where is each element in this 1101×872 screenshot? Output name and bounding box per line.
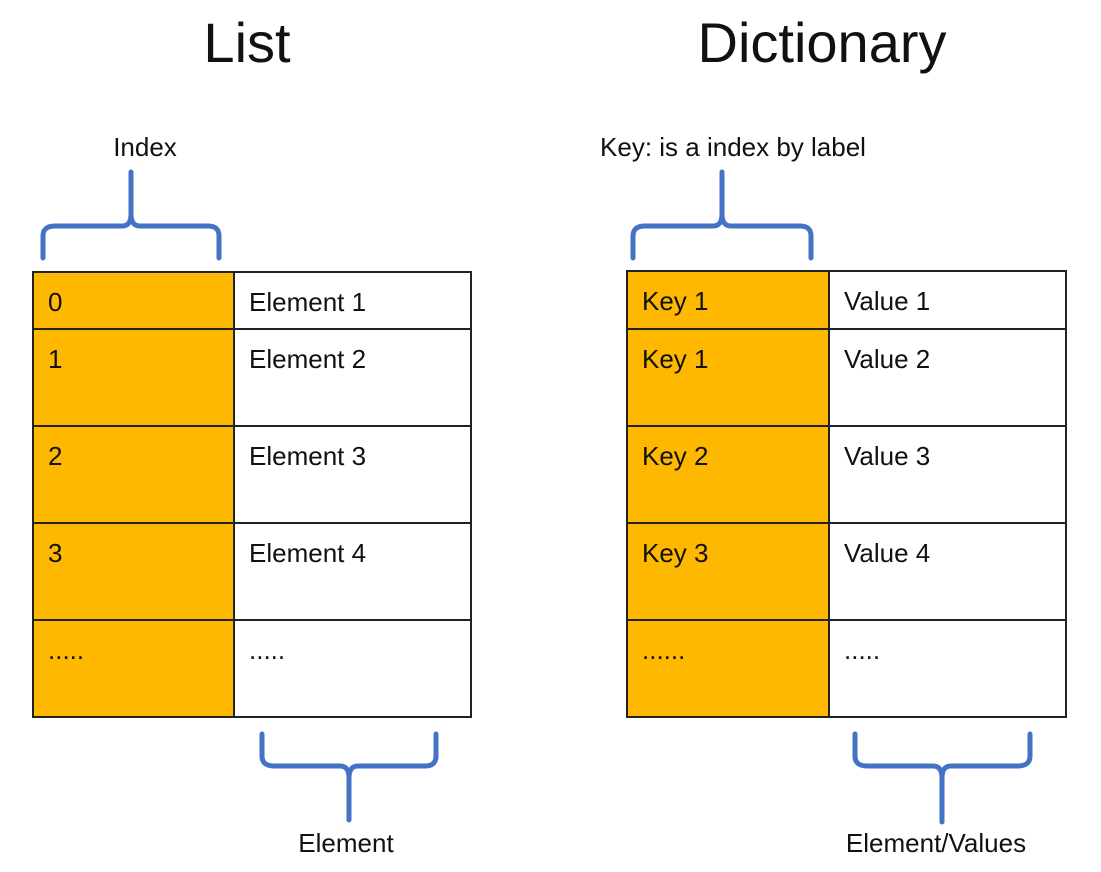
key-brace	[630, 169, 814, 261]
table-row: ..........	[32, 619, 472, 718]
element-values-brace	[852, 731, 1033, 825]
value-cell: Value 4	[828, 522, 1067, 621]
list-title: List	[203, 11, 291, 74]
element-cell: Element 4	[233, 522, 472, 621]
table-row: ...........	[626, 619, 1067, 718]
key-cell: Key 1	[626, 328, 830, 427]
element-cell: Element 1	[233, 271, 472, 330]
element-cell: .....	[233, 619, 472, 718]
key-label: Key: is a index by label	[600, 132, 866, 162]
dictionary-title: Dictionary	[697, 11, 947, 74]
index-cell: 0	[32, 271, 235, 330]
value-cell: Value 2	[828, 328, 1067, 427]
element-cell: Element 3	[233, 425, 472, 524]
index-cell: 2	[32, 425, 235, 524]
index-cell: .....	[32, 619, 235, 718]
element-cell: Element 2	[233, 328, 472, 427]
index-brace	[40, 169, 222, 261]
value-cell: .....	[828, 619, 1067, 718]
index-cell: 1	[32, 328, 235, 427]
element-label: Element	[298, 828, 394, 858]
value-cell: Value 1	[828, 270, 1067, 330]
key-cell: Key 3	[626, 522, 830, 621]
element-values-label: Element/Values	[845, 828, 1027, 858]
key-cell: ......	[626, 619, 830, 718]
index-cell: 3	[32, 522, 235, 621]
index-label: Index	[113, 132, 177, 162]
key-cell: Key 2	[626, 425, 830, 524]
key-cell: Key 1	[626, 270, 830, 330]
value-cell: Value 3	[828, 425, 1067, 524]
element-brace	[259, 731, 439, 823]
